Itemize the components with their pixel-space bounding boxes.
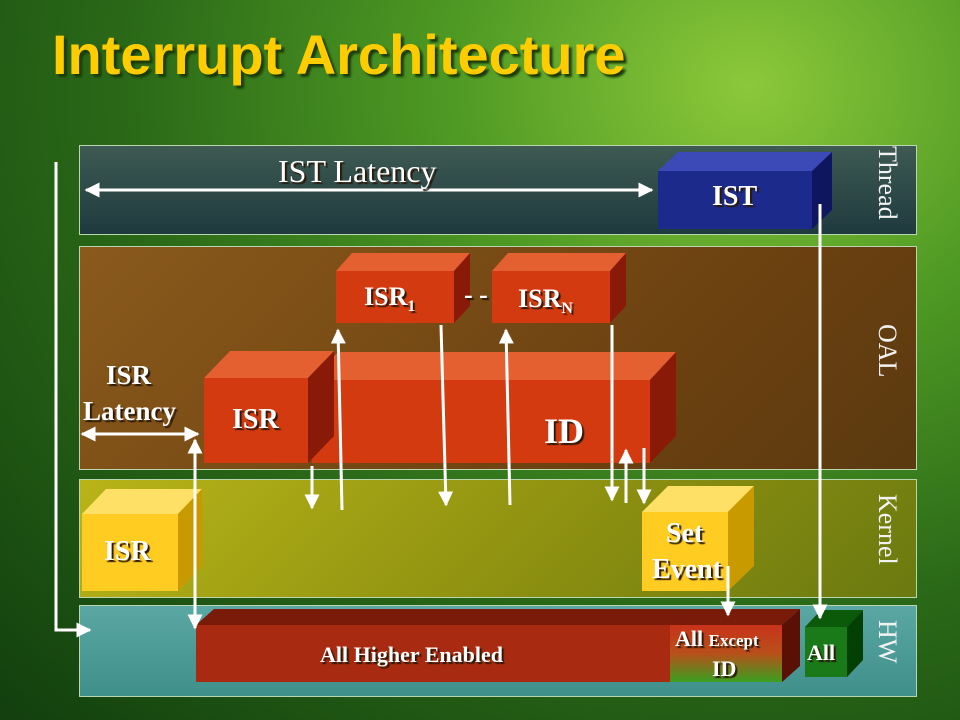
set-label: Set (666, 518, 704, 549)
flow-arrows (54, 162, 828, 638)
isr-latency-label-2: Latency (83, 396, 176, 426)
band-label-hw: HW (873, 620, 902, 664)
ist-latency-label: IST Latency (278, 153, 437, 189)
isrn-up-arrow (498, 328, 514, 506)
id-label: ID (544, 411, 585, 451)
all-higher-enabled-label: All Higher Enabled (320, 642, 503, 667)
isrn-label: ISRN (518, 284, 573, 318)
isr-oal-label: ISR (232, 404, 279, 435)
isr1-label: ISR1 (364, 282, 416, 316)
kernel-band (79, 479, 917, 598)
event-label: Event (652, 554, 722, 585)
set-event-box (642, 486, 754, 591)
isr1-down-arrow (438, 324, 454, 507)
slide-title: Interrupt Architecture (52, 23, 626, 86)
band-label-oal: OAL (873, 324, 902, 378)
band-label-kernel: Kernel (873, 494, 902, 565)
id-box (312, 352, 676, 463)
timeline-arrow (54, 162, 92, 638)
isr-latency-label-1: ISR (106, 360, 152, 390)
all-except-id-box (670, 609, 800, 682)
isr1-box (336, 253, 470, 323)
band-label-thread: Thread (873, 146, 902, 220)
isr-oal-box (204, 351, 334, 463)
all-label: All (807, 640, 836, 665)
all-except-label: All Except (675, 626, 759, 651)
dashes-label: - - (464, 280, 488, 309)
ist-label: IST (712, 181, 758, 212)
isr-kernel-label: ISR (104, 536, 151, 567)
all-except-id-label: ID (712, 656, 737, 681)
isr1-up-arrow (330, 328, 346, 511)
isrn-box (492, 253, 626, 323)
ist-box (658, 152, 832, 229)
all-higher-enabled-box (196, 609, 688, 682)
